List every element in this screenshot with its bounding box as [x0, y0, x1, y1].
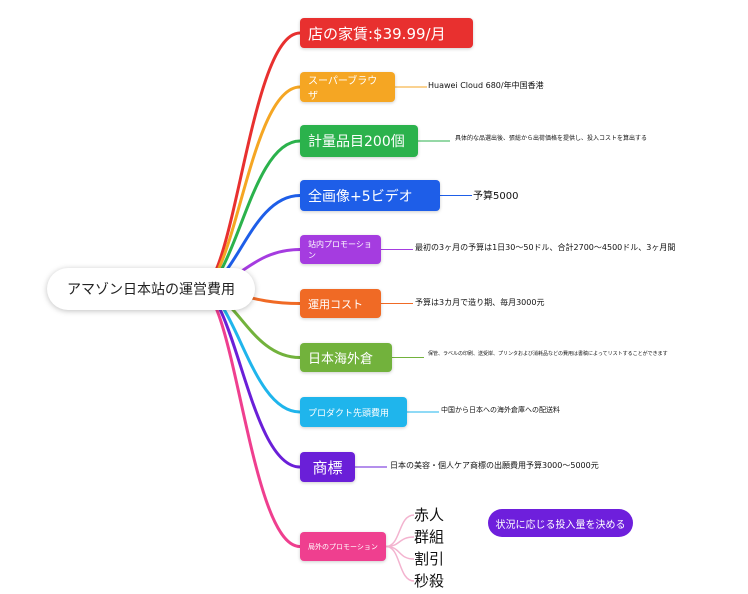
connector-line	[199, 85, 301, 291]
child-connector	[385, 545, 415, 582]
note-images: 予算5000	[473, 191, 519, 202]
note-onsite-promo: 最初の3ヶ月の予算は1日30〜50ドル、合計2700〜4500ドル、3ヶ月間	[415, 243, 676, 252]
decision-button[interactable]: 状況に応じる投入量を決める	[488, 509, 633, 537]
branch-trademark[interactable]: 商標	[300, 452, 355, 482]
note-shipping: 中国から日本への海外倉庫への配送料	[441, 406, 560, 414]
note-products: 具体的な品選出後、張総から出荷価格を提供し、投入コストを算出する	[455, 135, 648, 142]
branch-operation[interactable]: 運用コスト	[300, 289, 381, 318]
branch-warehouse[interactable]: 日本海外倉	[300, 343, 392, 372]
branch-browser[interactable]: スーパーブラウザ	[300, 72, 395, 102]
branch-images[interactable]: 全画像+5ビデオ	[300, 180, 440, 211]
note-trademark: 日本の美容・個人ケア商標の出願費用予算3000〜5000元	[390, 461, 599, 470]
child-influencer[interactable]: 赤人	[414, 506, 445, 524]
note-browser: Huawei Cloud 680/年中国香港	[428, 81, 544, 90]
branch-rent[interactable]: 店の家賃:$39.99/月	[300, 18, 473, 48]
note-operation: 予算は3カ月で造り期、毎月3000元	[415, 298, 545, 307]
note-warehouse: 保管、ラベルの印刷、送受岸、プリンタおよび消耗品などの費用は書稿によってリストす…	[428, 351, 668, 357]
branch-products[interactable]: 計量品目200個	[300, 125, 418, 157]
child-discount[interactable]: 割引	[414, 550, 445, 568]
branch-onsite-promo[interactable]: 站内プロモーション	[300, 235, 381, 264]
branch-shipping[interactable]: プロダクト先頭費用	[300, 397, 407, 427]
root-node[interactable]: アマゾン日本站の運営費用	[47, 268, 255, 310]
child-groups[interactable]: 群組	[414, 528, 445, 546]
child-flash-sale[interactable]: 秒殺	[414, 572, 445, 590]
branch-external-promo[interactable]: 局外のプロモーション	[300, 532, 386, 561]
